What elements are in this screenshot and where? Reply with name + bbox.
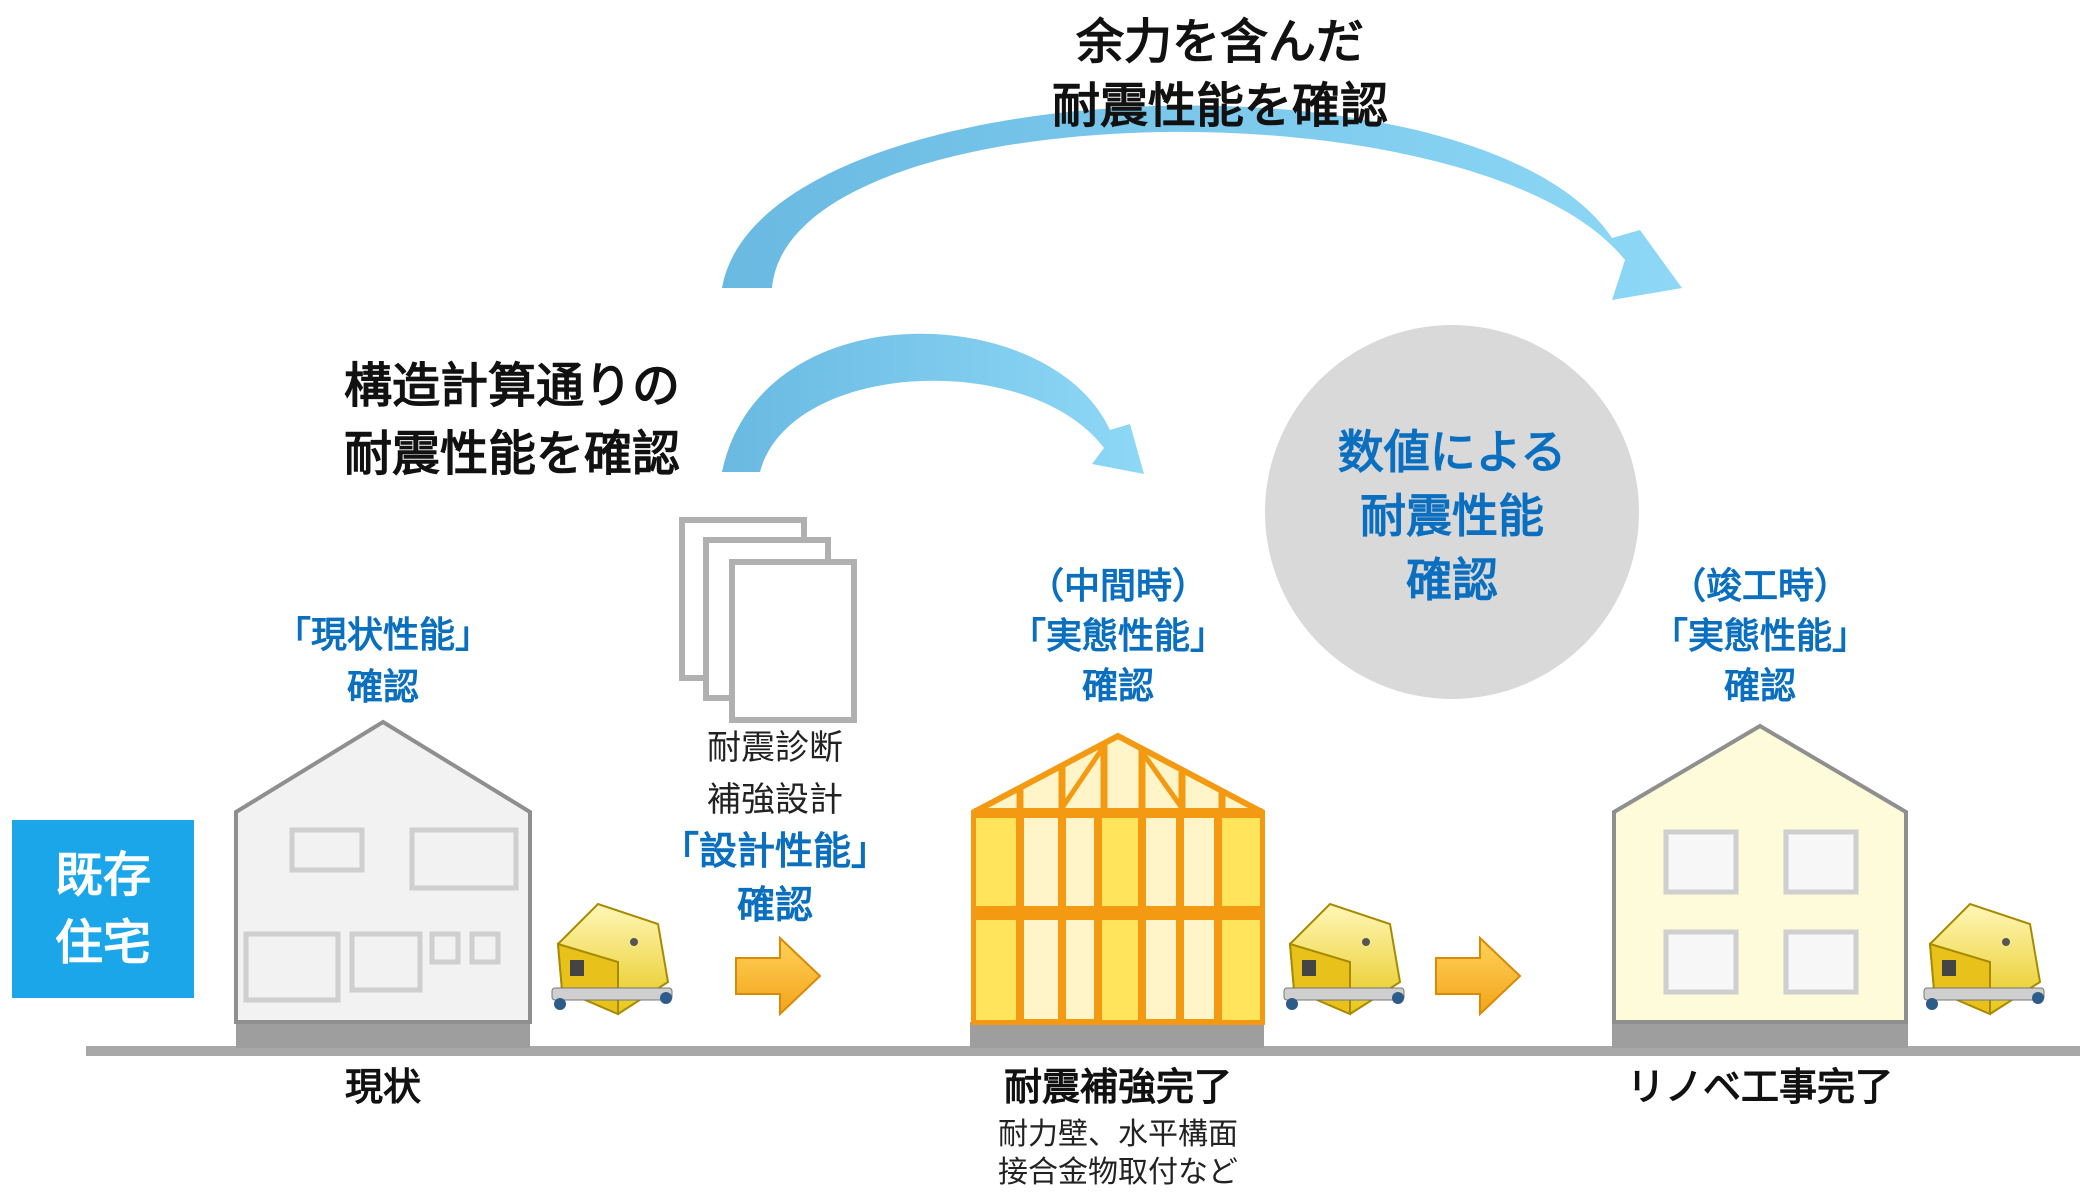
- design-doc-line1: 耐震診断: [707, 728, 843, 768]
- stage2-check-line3: 確認: [1081, 666, 1154, 707]
- stage2-sub-caption: 耐力壁、水平構面 接合金物取付など: [940, 1116, 1296, 1192]
- top-arc-label-line2: 耐震性能を確認: [1051, 78, 1388, 134]
- house-reinforced-frame: [970, 732, 1265, 1048]
- stage3-check-line1: （竣工時）: [1669, 566, 1850, 607]
- top-arc-label: 余力を含んだ 耐震性能を確認: [1010, 10, 1430, 138]
- circle-label-line3: 確認: [1406, 553, 1498, 607]
- stage1-check-label: 「現状性能」 確認: [234, 610, 532, 714]
- sensor-device-icon: [1283, 902, 1405, 1016]
- stage1-check-line1: 「現状性能」: [274, 615, 491, 656]
- circle-label: 数値による 耐震性能 確認: [1300, 420, 1604, 612]
- performance-circle: [1265, 325, 1639, 699]
- design-check-label: 「設計性能」 確認: [640, 824, 910, 932]
- house-current: [234, 719, 532, 1048]
- badge-line2: 住宅: [54, 915, 151, 971]
- top-arc-label-line1: 余力を含んだ: [1075, 14, 1364, 70]
- design-doc-label: 耐震診断 補強設計: [640, 722, 910, 826]
- stage1-check-line2: 確認: [346, 667, 419, 708]
- design-doc-line2: 補強設計: [707, 780, 843, 820]
- circle-label-line1: 数値による: [1337, 425, 1567, 479]
- middle-arc-label-line2: 耐震性能を確認: [343, 426, 680, 482]
- stage3-caption: リノベ工事完了: [1626, 1065, 1893, 1109]
- document-stack-icon: [679, 517, 857, 723]
- design-check-line2: 確認: [736, 883, 813, 927]
- stage1-caption: 現状: [344, 1065, 421, 1109]
- stage3-check-label: （竣工時） 「実態性能」 確認: [1608, 562, 1912, 712]
- circle-label-line2: 耐震性能: [1360, 489, 1544, 543]
- stage3-check-line2: 「実態性能」: [1651, 616, 1868, 657]
- stage2-check-line2: 「実態性能」: [1009, 616, 1226, 657]
- top-curved-arrow: [722, 105, 1682, 300]
- stage2-check-label: （中間時） 「実態性能」 確認: [966, 562, 1270, 712]
- existing-housing-badge: 既存 住宅: [12, 820, 194, 998]
- stage2-sub-line2: 接合金物取付など: [998, 1155, 1238, 1190]
- stage2-check-line1: （中間時）: [1027, 566, 1208, 607]
- middle-arc-label: 構造計算通りの 耐震性能を確認: [306, 352, 718, 488]
- stage2-caption: 耐震補強完了: [1003, 1065, 1232, 1109]
- step-arrow-1: [735, 935, 822, 1017]
- badge-line1: 既存: [54, 847, 151, 903]
- sensor-device-icon: [551, 902, 673, 1016]
- house-completed: [1612, 723, 1908, 1048]
- ground-line: [86, 1046, 2080, 1056]
- stage2-sub-line1: 耐力壁、水平構面: [998, 1117, 1238, 1152]
- sensor-device-icon: [1923, 902, 2045, 1016]
- middle-curved-arrow: [722, 333, 1144, 474]
- design-check-line1: 「設計性能」: [660, 829, 889, 873]
- step-arrow-2: [1435, 935, 1522, 1017]
- stage3-check-line3: 確認: [1723, 666, 1796, 707]
- middle-arc-label-line1: 構造計算通りの: [343, 358, 680, 414]
